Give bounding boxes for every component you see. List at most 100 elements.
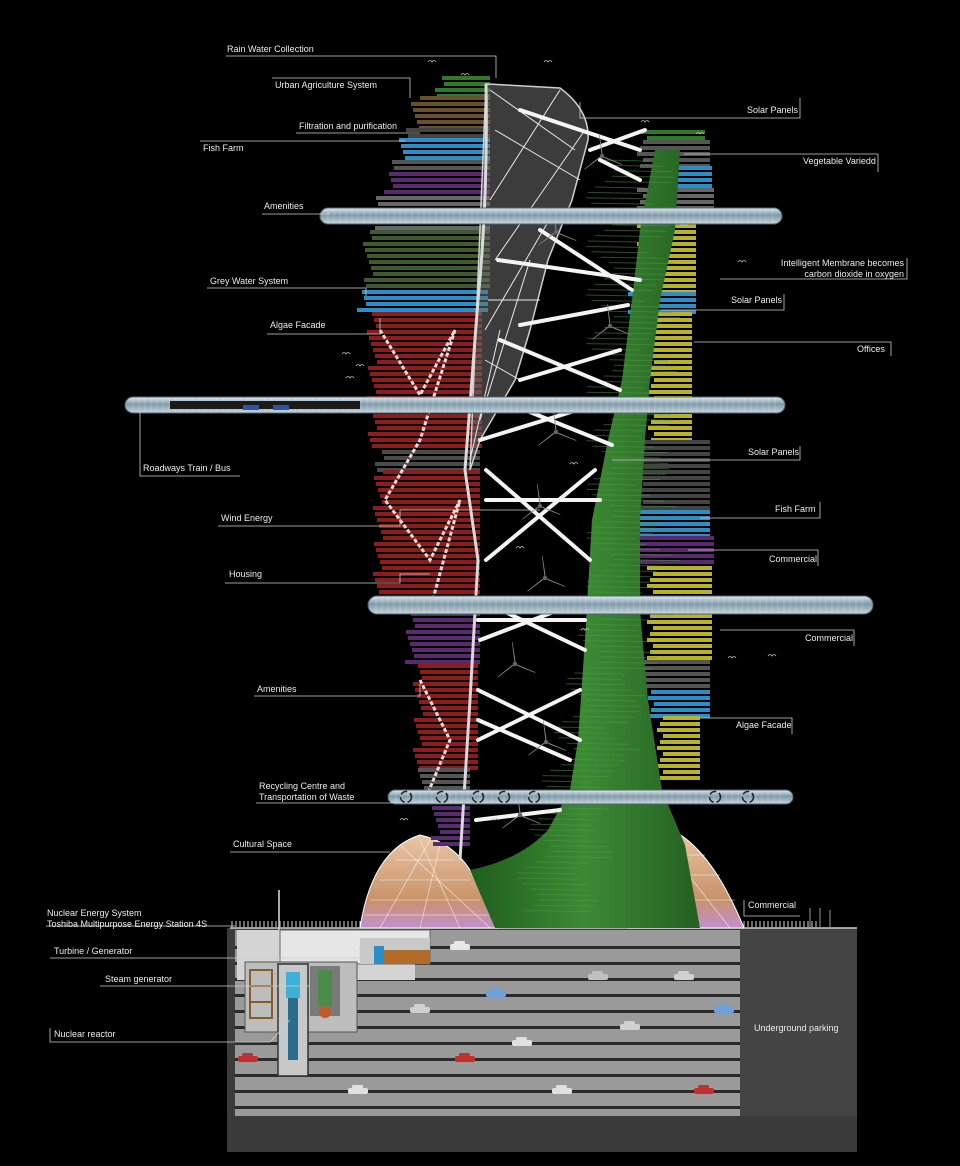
bird-icon [543, 60, 553, 63]
bird-icon [679, 224, 689, 227]
recycle-icon [435, 790, 449, 804]
right-tower-band [657, 716, 700, 780]
wind-turbine-icon [497, 642, 536, 678]
recycle-icon [399, 790, 413, 804]
bird-icon [355, 364, 365, 367]
left-tower-band [399, 138, 490, 160]
parked-car [552, 1085, 572, 1094]
transit-tube [319, 207, 783, 225]
label-intelligent-membrane: Intelligent Membrane becomes carbon diox… [780, 258, 904, 279]
label-rain-water-collection: Rain Water Collection [227, 44, 314, 54]
transit-tubes [124, 207, 874, 805]
label-wind-energy: Wind Energy [221, 513, 273, 523]
bird-icon [727, 656, 737, 659]
wind-turbine-icon [538, 410, 577, 446]
transit-tube [367, 595, 874, 615]
left-tower-band [363, 230, 490, 288]
right-tower-band [627, 536, 714, 564]
parking-levels [235, 941, 740, 1109]
right-tower-band [641, 130, 705, 140]
wind-turbines [497, 134, 631, 829]
left-tower-band [357, 290, 488, 312]
bird-icon [460, 73, 470, 76]
label-recycling-centre: Recycling Centre and Transportation of W… [259, 781, 355, 802]
wind-turbine-icon [592, 304, 631, 340]
label-solar-panels-top: Solar Panels [747, 105, 799, 115]
left-tower-band [384, 172, 490, 194]
label-fish-farm-right: Fish Farm [775, 504, 816, 514]
right-tower-band [668, 166, 712, 188]
label-commercial-mid: Commercial [805, 633, 854, 643]
parked-car [674, 971, 694, 980]
wind-turbine-icon [522, 484, 561, 520]
label-commercial-ground: Commercial [748, 900, 797, 910]
bird-icon [515, 546, 525, 549]
label-steam-generator: Steam generator [105, 974, 173, 984]
recycle-icon [497, 790, 511, 804]
label-urban-agriculture-system: Urban Agriculture System [275, 80, 378, 90]
label-commercial-upper: Commercial [769, 554, 818, 564]
left-tower-band [406, 128, 490, 138]
bird-icon [767, 654, 777, 657]
left-tower-band [392, 160, 490, 170]
parked-car [694, 1085, 714, 1094]
bird-icon [737, 260, 747, 263]
parked-car [348, 1085, 368, 1094]
parked-car [486, 988, 506, 997]
label-vegetable-varied: Vegetable Variedd [803, 156, 876, 166]
label-nuclear-reactor: Nuclear reactor [54, 1029, 116, 1039]
parked-car [588, 971, 608, 980]
right-tower-band [638, 660, 710, 688]
birds [341, 60, 777, 821]
nuclear-plant [237, 890, 431, 1077]
train-bus-vehicles [170, 401, 360, 410]
left-tower [357, 76, 490, 846]
label-amenities-upper: Amenities [264, 201, 304, 211]
wind-turbine-icon [527, 556, 566, 592]
label-roadways-train-bus: Roadways Train / Bus [143, 463, 231, 473]
parked-car [450, 941, 470, 950]
bird-icon [569, 462, 579, 465]
bird-icon [399, 818, 409, 821]
parked-car [714, 1004, 734, 1013]
label-offices: Offices [857, 344, 885, 354]
parked-car [620, 1021, 640, 1030]
bird-icon [427, 60, 437, 63]
bird-icon [341, 352, 351, 355]
parked-car [455, 1053, 475, 1062]
transit-tube [387, 789, 794, 805]
cultural-dome-left [359, 834, 499, 929]
recycle-icon [471, 790, 485, 804]
reactor-core [286, 972, 300, 998]
turbine-generator-unit [382, 950, 430, 964]
label-algae-facade-left: Algae Facade [270, 320, 326, 330]
label-housing: Housing [229, 569, 263, 579]
recycle-icon [708, 790, 722, 804]
recycle-icon [741, 790, 755, 804]
label-turbine-generator: Turbine / Generator [54, 946, 133, 956]
label-solar-panels-mid: Solar Panels [731, 295, 783, 305]
label-solar-panels-low: Solar Panels [748, 447, 800, 457]
left-tower-band [405, 612, 480, 664]
bird-icon [640, 120, 650, 123]
label-underground-parking: Underground parking [754, 1023, 839, 1033]
right-tower-band [637, 440, 710, 510]
label-amenities-lower: Amenities [257, 684, 297, 694]
bird-icon [490, 818, 500, 821]
label-filtration-and-purification: Filtration and purification [299, 121, 398, 131]
parked-car [512, 1037, 532, 1046]
parked-car [410, 1004, 430, 1013]
bird-icon [695, 132, 705, 135]
bird-icon [345, 376, 355, 379]
label-nuclear-energy-system: Nuclear Energy System Toshiba Multipurpo… [47, 908, 208, 929]
parked-car [238, 1053, 258, 1062]
wind-turbine-icon [584, 134, 623, 170]
wind-turbine-icon [528, 720, 567, 756]
label-algae-facade-right: Algae Facade [736, 720, 792, 730]
recycle-icon [527, 790, 541, 804]
right-tower-band [648, 690, 710, 718]
label-grey-water-system: Grey Water System [210, 276, 289, 286]
bird-icon [580, 628, 590, 631]
left-tower-band [411, 96, 490, 130]
